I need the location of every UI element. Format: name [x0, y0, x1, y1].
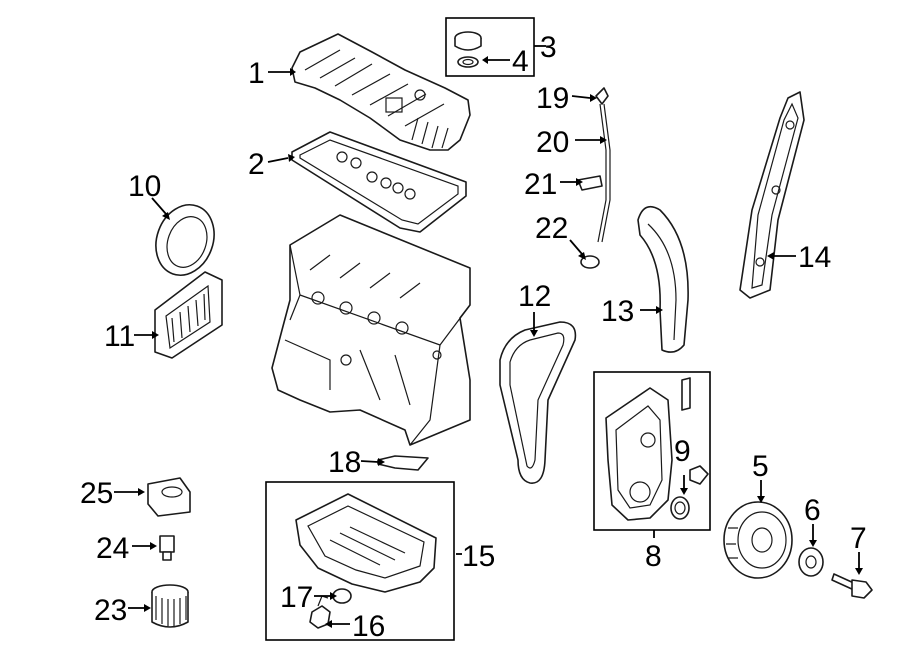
callout-7: 7 — [850, 522, 867, 555]
oil-cooler — [147, 477, 191, 517]
callout-11: 11 — [104, 320, 135, 353]
oil-cap-group — [445, 17, 535, 77]
callout-18: 18 — [328, 446, 361, 479]
oil-separator — [154, 271, 223, 359]
oil-fitting — [159, 535, 175, 561]
valve-cover-gasket — [291, 131, 467, 233]
callout-10: 10 — [128, 170, 161, 203]
callout-3: 3 — [540, 31, 557, 64]
callout-8: 8 — [645, 540, 662, 573]
engine-block — [271, 214, 471, 446]
callout-20: 20 — [536, 126, 569, 159]
crankshaft-seal — [155, 204, 215, 276]
sealant-tube — [377, 455, 429, 471]
callout-1: 1 — [248, 57, 265, 90]
callout-9: 9 — [674, 435, 691, 468]
callout-5: 5 — [752, 450, 769, 483]
callout-numbers: 1 2 3 4 5 6 7 8 9 10 11 12 13 14 15 16 1… — [80, 31, 867, 643]
timing-cover-group — [593, 371, 711, 531]
callout-6: 6 — [804, 494, 821, 527]
dipstick — [577, 87, 611, 269]
callout-21: 21 — [524, 168, 557, 201]
callout-17: 17 — [280, 581, 313, 614]
pulley-bolt — [831, 573, 873, 599]
callout-19: 19 — [536, 82, 569, 115]
callout-2: 2 — [248, 148, 265, 181]
callout-25: 25 — [80, 477, 113, 510]
oil-pan-group — [265, 481, 455, 641]
callout-23: 23 — [94, 594, 127, 627]
chain-guide — [739, 91, 805, 299]
callout-15: 15 — [462, 540, 495, 573]
callout-22: 22 — [535, 212, 568, 245]
callout-16: 16 — [352, 610, 385, 643]
chain-tensioner-arm — [637, 205, 689, 353]
callout-24: 24 — [96, 532, 129, 565]
leader-lines — [114, 45, 863, 628]
timing-chain — [499, 321, 577, 484]
callout-14: 14 — [798, 241, 831, 274]
washer — [798, 547, 824, 577]
callout-4: 4 — [512, 45, 529, 78]
callout-12: 12 — [518, 280, 551, 313]
oil-filter — [151, 584, 189, 628]
crank-pulley — [723, 501, 793, 579]
valve-cover — [291, 33, 471, 151]
callout-13: 13 — [601, 295, 634, 328]
